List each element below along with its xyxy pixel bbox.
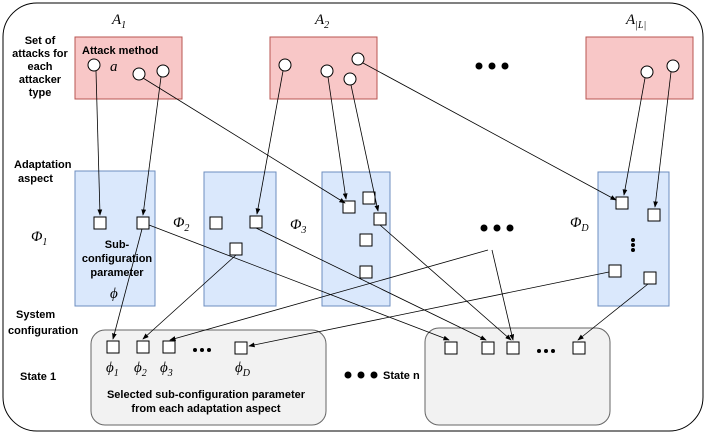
system-configuration-label: System configuration xyxy=(8,309,79,337)
subconfig-var: ϕ xyxy=(110,286,118,302)
attack-node xyxy=(666,59,680,73)
svg-text:attacks for: attacks for xyxy=(12,48,68,60)
svg-text:parameter: parameter xyxy=(90,267,144,279)
subconfig-square xyxy=(359,265,373,279)
attack-node xyxy=(132,67,146,81)
svg-text:attacker: attacker xyxy=(19,74,62,86)
aspect-box-2 xyxy=(203,171,277,307)
state1-param-square xyxy=(162,340,176,354)
subconfig-square xyxy=(615,196,629,210)
svg-text:Sub-: Sub- xyxy=(105,239,130,251)
svg-text:configuration: configuration xyxy=(82,253,153,265)
state1-param-3: ϕ3 xyxy=(160,360,173,379)
svg-text:Selected sub-configuration par: Selected sub-configuration parameter xyxy=(107,389,306,401)
state1-box xyxy=(90,329,327,426)
arrow xyxy=(379,224,512,341)
state1-param-square xyxy=(234,341,248,355)
staten-box xyxy=(424,327,611,426)
staten-param-square xyxy=(444,341,458,355)
state1-param-2: ϕ2 xyxy=(134,360,147,379)
aspect-box-3 xyxy=(321,171,391,307)
arrow xyxy=(577,283,649,341)
attack-node xyxy=(640,65,654,79)
arrow xyxy=(255,227,487,341)
staten-param-square xyxy=(481,341,495,355)
attack-node xyxy=(278,58,292,72)
attack-node xyxy=(156,64,170,78)
subconfig-square xyxy=(608,264,622,278)
arrow xyxy=(169,249,489,341)
attack-set-label: Set of attacks for each attacker type xyxy=(12,35,68,99)
attack-method-label: Attack method xyxy=(82,45,158,57)
state1-label: State 1 xyxy=(20,371,56,383)
arrow xyxy=(248,271,610,348)
state1-param-square xyxy=(106,340,120,354)
aspect-symbol-2: Φ2 xyxy=(173,215,189,234)
vertical-ellipsis xyxy=(631,238,635,252)
subconfig-square xyxy=(362,191,376,205)
arrow xyxy=(112,228,143,340)
arrow xyxy=(95,70,103,216)
arrow xyxy=(653,71,672,208)
arrow xyxy=(148,224,450,341)
svg-text:Adaptation: Adaptation xyxy=(14,159,72,171)
attack-node xyxy=(351,52,365,66)
aspect-symbol-3: Φ3 xyxy=(290,217,306,236)
staten-param-square xyxy=(506,341,520,355)
staten-label: State n xyxy=(383,370,420,382)
subconfig-square xyxy=(643,271,657,285)
subconfig-square xyxy=(342,200,356,214)
aspect-symbol-D: ΦD xyxy=(570,215,589,234)
svg-text:from each adaptation aspect: from each adaptation aspect xyxy=(131,403,280,415)
state1-param-1: ϕ1 xyxy=(106,360,119,379)
arrow xyxy=(142,254,237,340)
arrow xyxy=(142,77,346,204)
subconfig-square xyxy=(229,242,243,256)
svg-text:each: each xyxy=(27,61,52,73)
subconfig-square xyxy=(647,208,661,222)
staten-param-square xyxy=(572,341,586,355)
more-states-ellipsis xyxy=(344,371,378,379)
svg-text:aspect: aspect xyxy=(18,173,53,185)
svg-text:Set of: Set of xyxy=(25,35,56,47)
subconfig-square xyxy=(373,212,387,226)
more-aspects-ellipsis xyxy=(480,224,514,232)
attacker-type-2: A2 xyxy=(314,12,329,31)
svg-text:configuration: configuration xyxy=(8,325,79,337)
svg-text:System: System xyxy=(16,309,55,321)
aspect-symbol-1: Φ1 xyxy=(31,229,47,248)
svg-text:type: type xyxy=(29,87,52,99)
selected-caption: Selected sub-configuration parameter fro… xyxy=(107,389,306,415)
arrow xyxy=(141,76,162,216)
attack-method-var: a xyxy=(110,59,118,75)
state1-param-square xyxy=(136,340,150,354)
attack-node xyxy=(343,72,357,86)
state1-param-D: ϕD xyxy=(235,360,251,379)
adaptation-aspect-label: Adaptation aspect xyxy=(14,159,72,185)
more-attackers-ellipsis xyxy=(475,62,509,70)
subconfig-square xyxy=(359,233,373,247)
attack-node xyxy=(320,64,334,78)
state1-ellipsis xyxy=(193,348,211,352)
arrow xyxy=(327,76,348,200)
arrow xyxy=(622,77,646,196)
attacker-type-L: A|L| xyxy=(625,12,646,31)
subconfig-square xyxy=(136,216,150,230)
attack-node xyxy=(87,58,101,72)
arrow xyxy=(255,70,284,215)
subconfig-square xyxy=(209,216,223,230)
subconfig-square xyxy=(93,216,107,230)
attacker-type-1: A1 xyxy=(111,12,126,31)
subconfig-square xyxy=(249,215,263,229)
aspect-box-1 xyxy=(74,170,156,307)
arrow xyxy=(491,249,515,341)
arrow xyxy=(362,62,617,201)
staten-ellipsis xyxy=(537,349,555,353)
arrow xyxy=(350,84,380,212)
